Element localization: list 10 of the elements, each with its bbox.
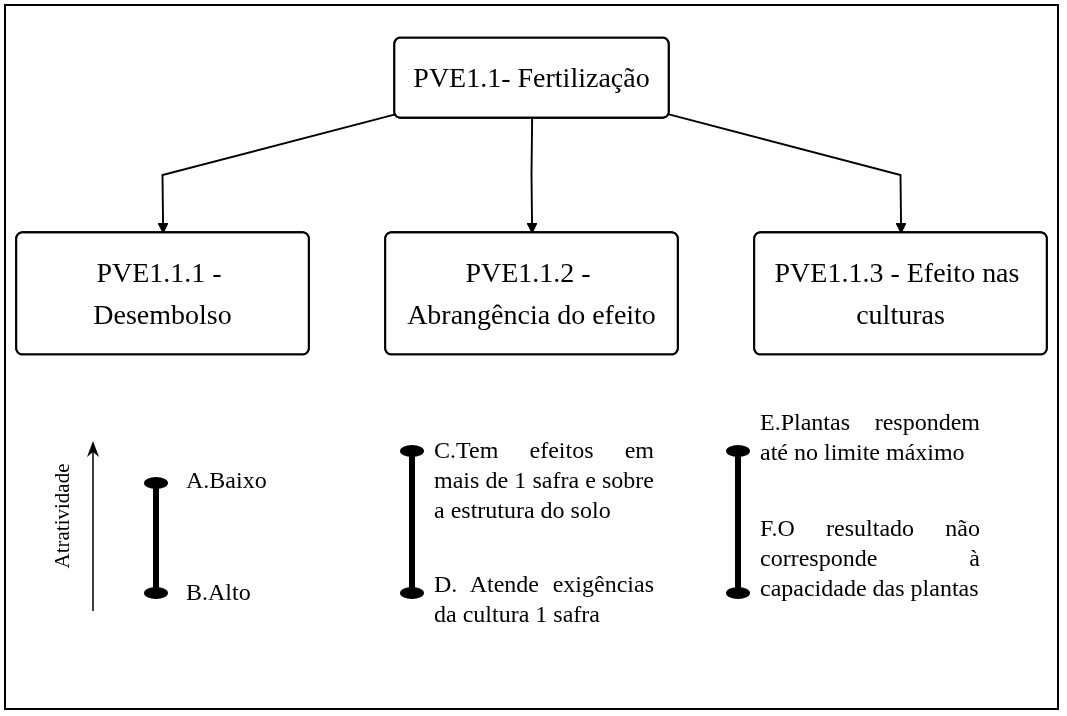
arrow xyxy=(667,113,907,234)
scale-label: C.Tem efeitos em mais de 1 safra e sobre a estrutura do solo xyxy=(434,436,654,525)
scale-label: E.Plantas respondem até no limite máximo xyxy=(760,408,980,467)
scale-label: A.Baixo xyxy=(186,466,268,495)
axis-label: Atratividade xyxy=(49,462,75,571)
arrow xyxy=(157,113,397,234)
scale-label: B.Alto xyxy=(186,578,252,607)
scale-label: D. Atende exigências da cultura 1 safra xyxy=(434,570,654,629)
scale-label: F.O resultado não corresponde à capacidade das plantas xyxy=(760,514,980,603)
arrow xyxy=(526,117,538,234)
